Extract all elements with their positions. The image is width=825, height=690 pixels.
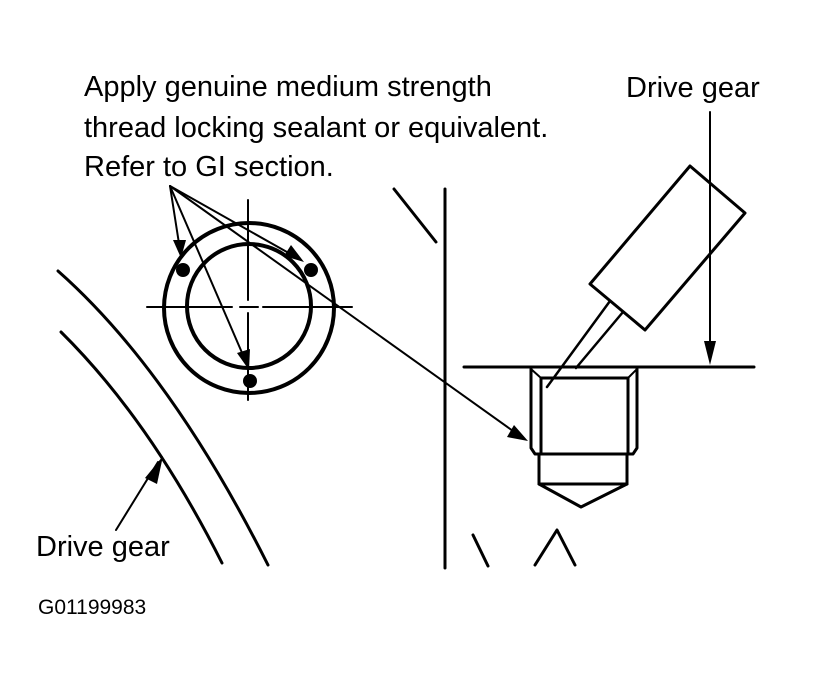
section-divider	[392, 187, 577, 570]
arrowhead-icon	[237, 349, 250, 370]
end-view	[146, 199, 353, 401]
arrowhead-icon	[284, 245, 304, 262]
note-leaders	[169, 185, 528, 441]
section-view	[462, 365, 756, 509]
drive-gear-label-top: Drive gear	[626, 72, 760, 104]
sealant-note-line-3: Refer to GI section.	[84, 151, 334, 183]
arrowhead-icon	[145, 456, 163, 484]
drive-gear-top-leader	[704, 111, 716, 365]
drive-gear-label-bottom: Drive gear	[36, 531, 170, 563]
arrowhead-icon	[704, 341, 716, 365]
sealant-dot-bottom	[243, 374, 257, 388]
figure-id: G01199983	[38, 596, 147, 619]
sealant-note-line-2: thread locking sealant or equivalent.	[84, 112, 549, 144]
drive-gear-bottom-leader	[115, 456, 163, 531]
drive-gear-arcs	[56, 269, 270, 567]
sealant-note-line-1: Apply genuine medium strength	[84, 71, 492, 103]
arrowhead-icon	[507, 425, 528, 441]
sealant-dot-right	[304, 263, 318, 277]
sealant-bottle	[545, 164, 747, 389]
arrowhead-icon	[173, 240, 186, 258]
sealant-dot-left	[176, 263, 190, 277]
